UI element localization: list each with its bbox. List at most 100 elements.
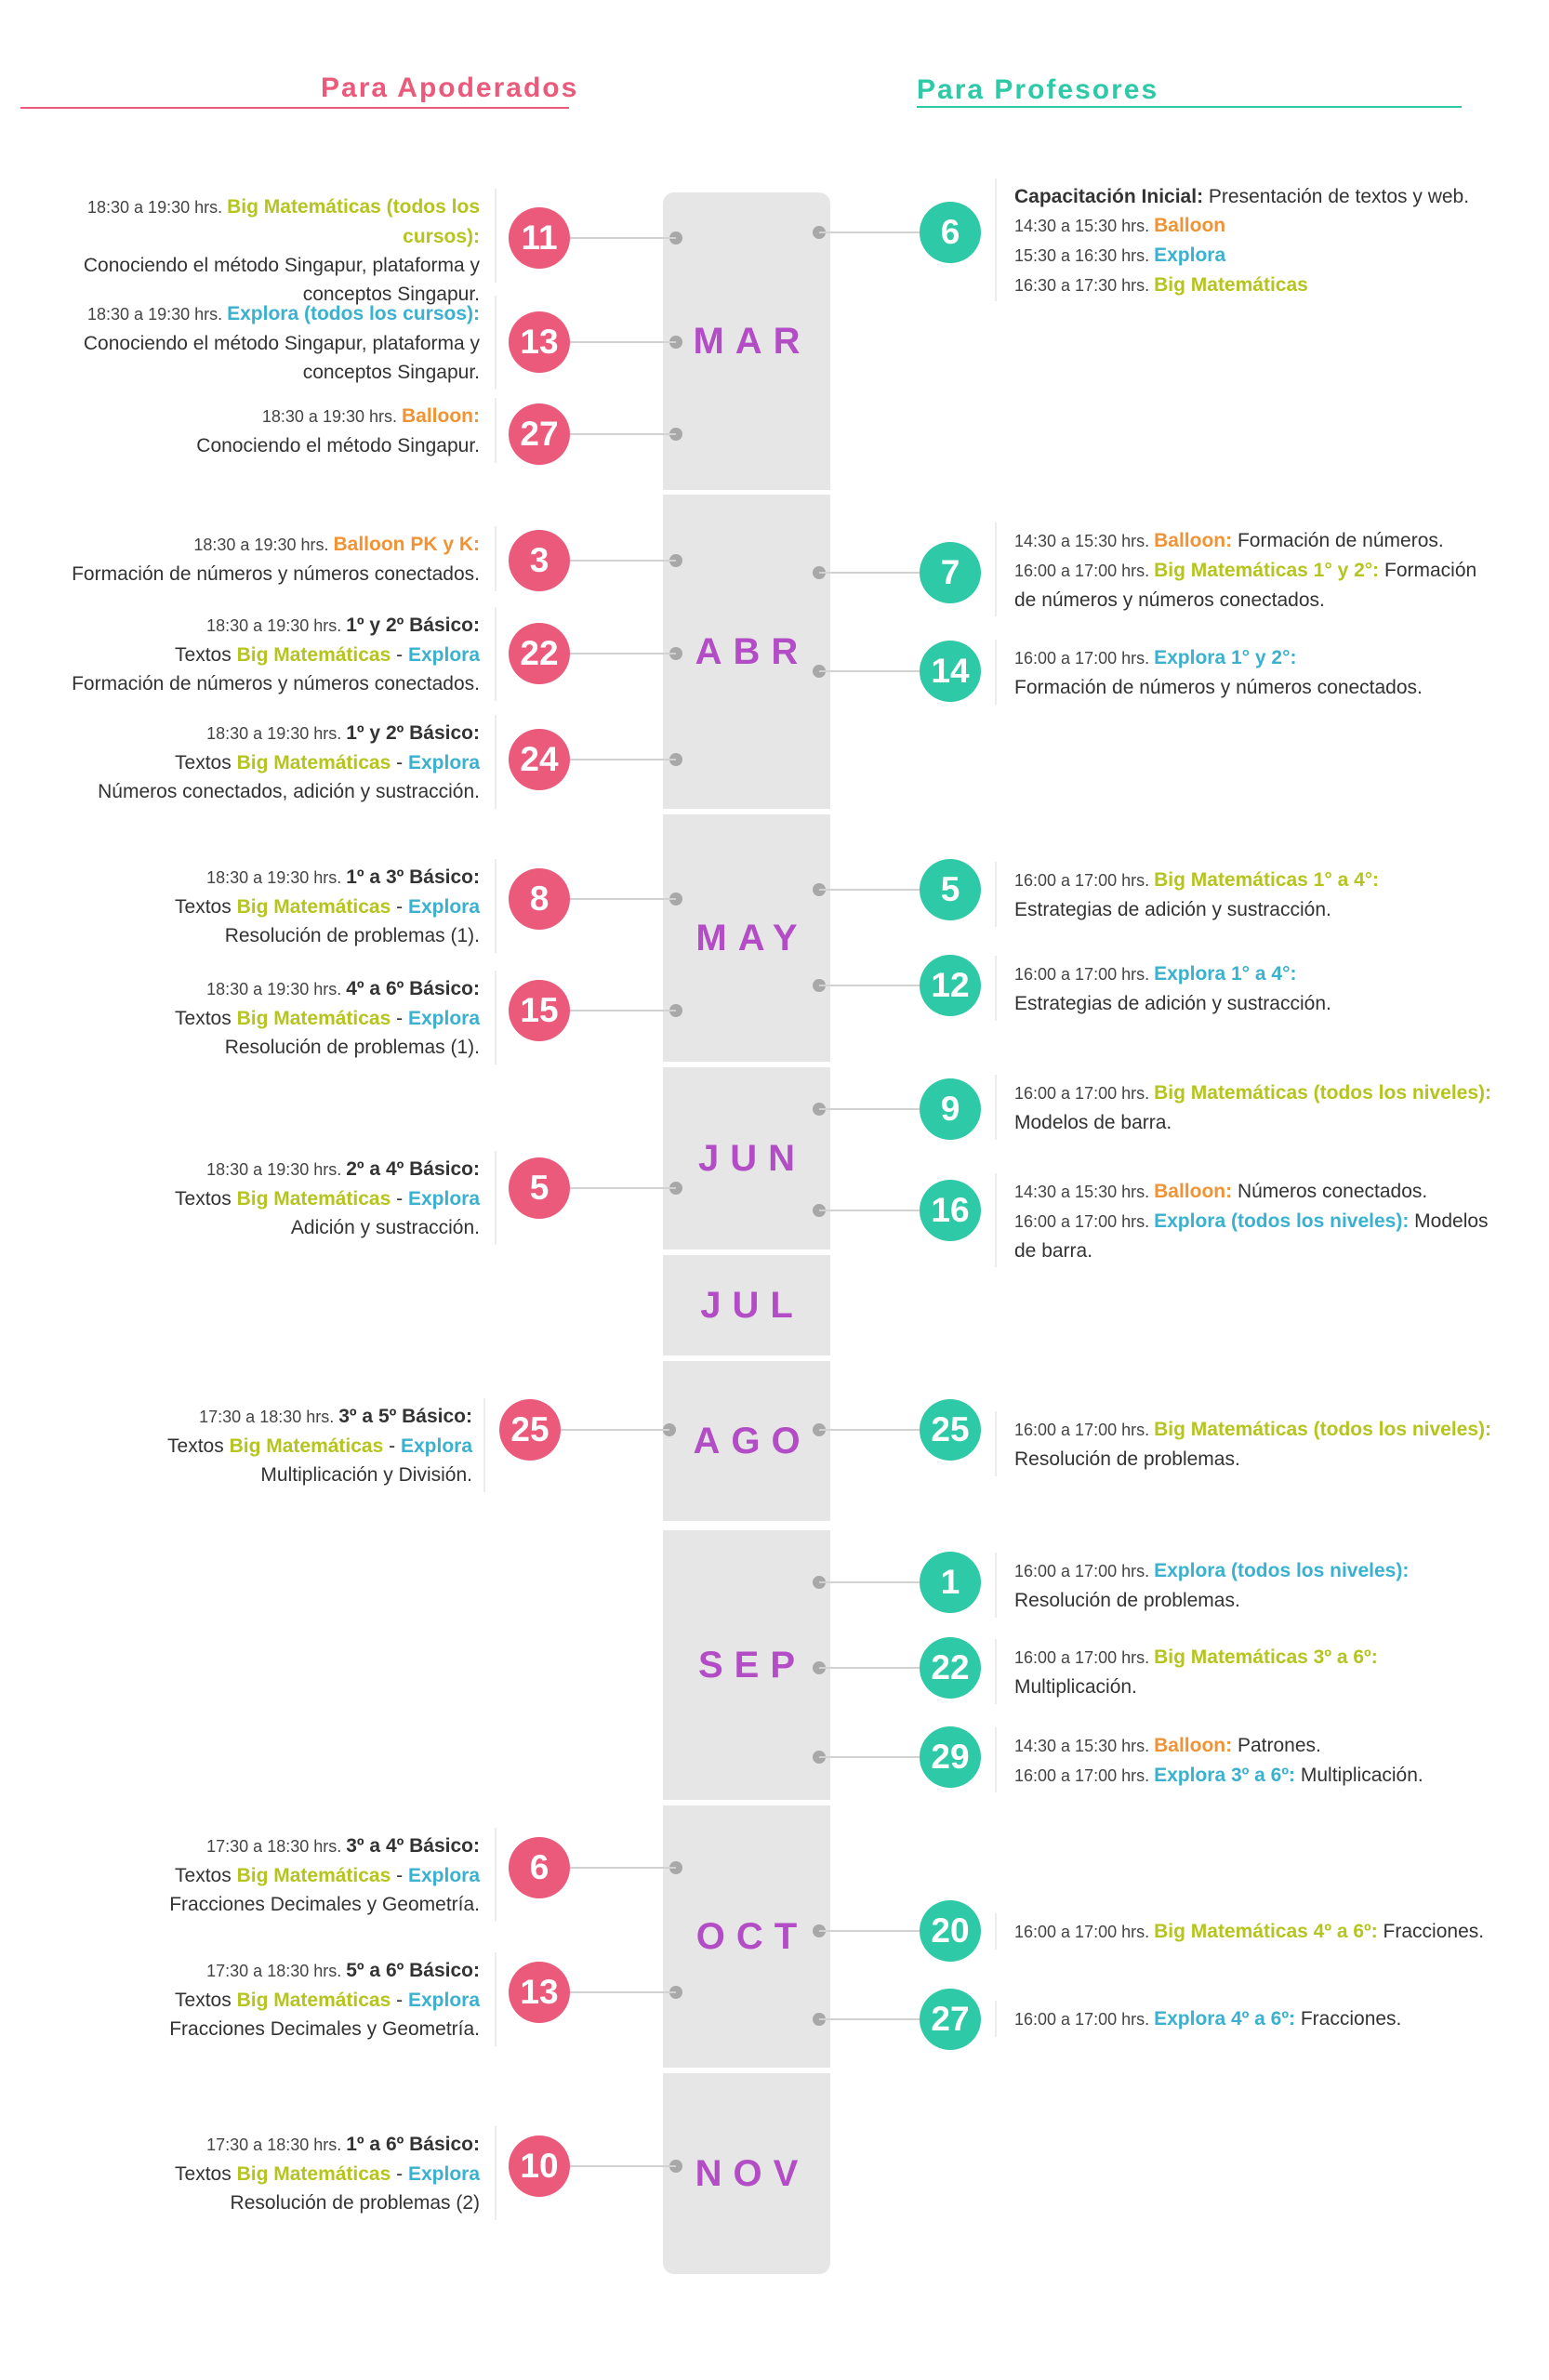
month-band-nov: NOV	[663, 2073, 830, 2274]
text-line: Resolución de problemas.	[1014, 1445, 1498, 1474]
text-line: Números conectados, adición y sustracció…	[33, 777, 480, 806]
month-band-jul: JUL	[663, 1255, 830, 1355]
time-range: 16:00 a 17:00 hrs.	[1014, 1562, 1155, 1580]
text-line: 16:00 a 17:00 hrs. Explora 4º a 6º: Frac…	[1014, 2004, 1498, 2034]
teacher-event: 16:00 a 17:00 hrs. Explora (todos los ni…	[1014, 1556, 1498, 1615]
text-line: 18:30 a 19:30 hrs. 2º a 4º Básico:	[33, 1155, 480, 1184]
text-segment: Adición y sustracción.	[290, 1217, 480, 1238]
time-range: 14:30 a 15:30 hrs.	[1014, 1183, 1155, 1201]
text-line: Textos Big Matemáticas - Explora	[33, 2160, 480, 2188]
month-band-abr: ABR	[663, 495, 830, 809]
date-circle: 10	[509, 2135, 570, 2197]
connector-line	[819, 1429, 920, 1431]
text-segment: Números conectados.	[1232, 1181, 1428, 1202]
parent-event: 17:30 a 18:30 hrs. 1º a 6º Básico:Textos…	[33, 2130, 480, 2217]
text-segment: de barra.	[1014, 1240, 1093, 1262]
balloon-label: Balloon	[1154, 215, 1226, 236]
balloon-label: Balloon PK y K:	[333, 534, 480, 555]
big-matematicas-label: Big Matemáticas 3º a 6º:	[1154, 1646, 1378, 1668]
date-circle: 13	[509, 311, 570, 373]
teacher-event: 16:00 a 17:00 hrs. Big Matemáticas 3º a …	[1014, 1643, 1498, 1701]
text-line: 18:30 a 19:30 hrs. Balloon:	[33, 402, 480, 431]
divider	[995, 862, 997, 927]
text-segment: -	[391, 1188, 408, 1210]
time-range: 14:30 a 15:30 hrs.	[1014, 1737, 1155, 1755]
time-range: 18:30 a 19:30 hrs.	[206, 980, 347, 998]
text-line: 17:30 a 18:30 hrs. 3º a 5º Básico:	[26, 1402, 472, 1432]
big-matematicas-label: Big Matemáticas	[236, 896, 391, 918]
divider	[995, 1075, 997, 1140]
month-label: AGO	[693, 1420, 812, 1461]
text-segment: -	[391, 2163, 408, 2185]
teacher-event: 14:30 a 15:30 hrs. Balloon: Patrones.16:…	[1014, 1731, 1498, 1791]
connector-line	[570, 759, 676, 760]
parent-event: 18:30 a 19:30 hrs. 1º a 3º Básico:Textos…	[33, 863, 480, 950]
parent-event: 18:30 a 19:30 hrs. Big Matemáticas (todo…	[33, 192, 480, 309]
text-line: Textos Big Matemáticas - Explora	[33, 641, 480, 669]
time-range: 16:00 a 17:00 hrs.	[1014, 649, 1155, 668]
parent-event: 18:30 a 19:30 hrs. Balloon:Conociendo el…	[33, 402, 480, 460]
time-range: 16:00 a 17:00 hrs.	[1014, 1421, 1155, 1439]
divider	[995, 2001, 997, 2037]
text-segment: Patrones.	[1232, 1735, 1321, 1756]
text-segment: Resolución de problemas (1).	[224, 1037, 480, 1058]
divider	[495, 1151, 496, 1245]
divider	[495, 1952, 496, 2046]
time-range: 18:30 a 19:30 hrs.	[193, 536, 334, 554]
date-circle: 25	[920, 1399, 981, 1461]
text-segment: Modelos de barra.	[1014, 1112, 1172, 1133]
text-segment: Capacitación Inicial:	[1014, 186, 1209, 207]
explora-label: Explora	[400, 1435, 472, 1457]
text-line: Adición y sustracción.	[33, 1213, 480, 1242]
text-segment: 1º y 2º Básico:	[346, 615, 480, 636]
month-label: JUL	[700, 1284, 804, 1326]
big-matematicas-label: Big Matemáticas	[236, 1188, 391, 1210]
big-matematicas-label: Big Matemáticas	[229, 1435, 384, 1457]
month-band-may: MAY	[663, 814, 830, 1062]
balloon-label: Balloon:	[402, 405, 480, 427]
text-line: Conociendo el método Singapur, plataform…	[33, 329, 480, 358]
timeline-dot	[669, 892, 682, 906]
text-segment: 3º a 5º Básico:	[338, 1406, 472, 1427]
time-range: 14:30 a 15:30 hrs.	[1014, 217, 1155, 235]
text-segment: 3º a 4º Básico:	[346, 1835, 480, 1857]
date-circle: 13	[509, 1962, 570, 2023]
parents-header-underline	[20, 107, 569, 109]
month-band-ago: AGO	[663, 1361, 830, 1521]
connector-line	[819, 1108, 920, 1110]
month-band-mar: MAR	[663, 192, 830, 490]
text-line: Resolución de problemas (1).	[33, 921, 480, 950]
explora-label: Explora 1° a 4°:	[1154, 963, 1297, 985]
time-range: 15:30 a 16:30 hrs.	[1014, 246, 1155, 265]
text-line: 18:30 a 19:30 hrs. Big Matemáticas (todo…	[33, 192, 480, 251]
month-label: ABR	[695, 630, 810, 672]
connector-line	[819, 1581, 920, 1583]
divider	[995, 956, 997, 1021]
time-range: 18:30 a 19:30 hrs.	[206, 868, 347, 887]
connector-line	[570, 433, 676, 435]
text-segment: Conociendo el método Singapur, plataform…	[83, 255, 480, 276]
parent-event: 18:30 a 19:30 hrs. 2º a 4º Básico:Textos…	[33, 1155, 480, 1242]
text-segment: Multiplicación y División.	[260, 1464, 472, 1486]
connector-line	[819, 670, 920, 672]
connector-line	[561, 1429, 669, 1431]
text-line: Conociendo el método Singapur.	[33, 431, 480, 460]
time-range: 16:00 a 17:00 hrs.	[1014, 2010, 1155, 2029]
text-segment: Formación de números.	[1232, 530, 1444, 551]
text-segment: Multiplicación.	[1295, 1765, 1423, 1786]
text-segment: Resolución de problemas (1).	[224, 925, 480, 946]
text-line: 14:30 a 15:30 hrs. Balloon: Números cone…	[1014, 1177, 1498, 1207]
text-line: Fracciones Decimales y Geometría.	[33, 2015, 480, 2043]
divider	[495, 607, 496, 701]
text-line: conceptos Singapur.	[33, 358, 480, 387]
big-matematicas-label: Big Matemáticas	[236, 644, 391, 666]
time-range: 17:30 a 18:30 hrs.	[206, 2135, 347, 2154]
explora-label: Explora (todos los cursos):	[227, 303, 480, 324]
text-segment: -	[391, 896, 408, 918]
connector-line	[570, 560, 676, 562]
divider	[995, 1411, 997, 1476]
time-range: 17:30 a 18:30 hrs.	[199, 1408, 339, 1426]
divider	[495, 296, 496, 390]
month-label: SEP	[697, 1644, 807, 1686]
text-line: 16:00 a 17:00 hrs. Big Matemáticas (todo…	[1014, 1078, 1498, 1108]
